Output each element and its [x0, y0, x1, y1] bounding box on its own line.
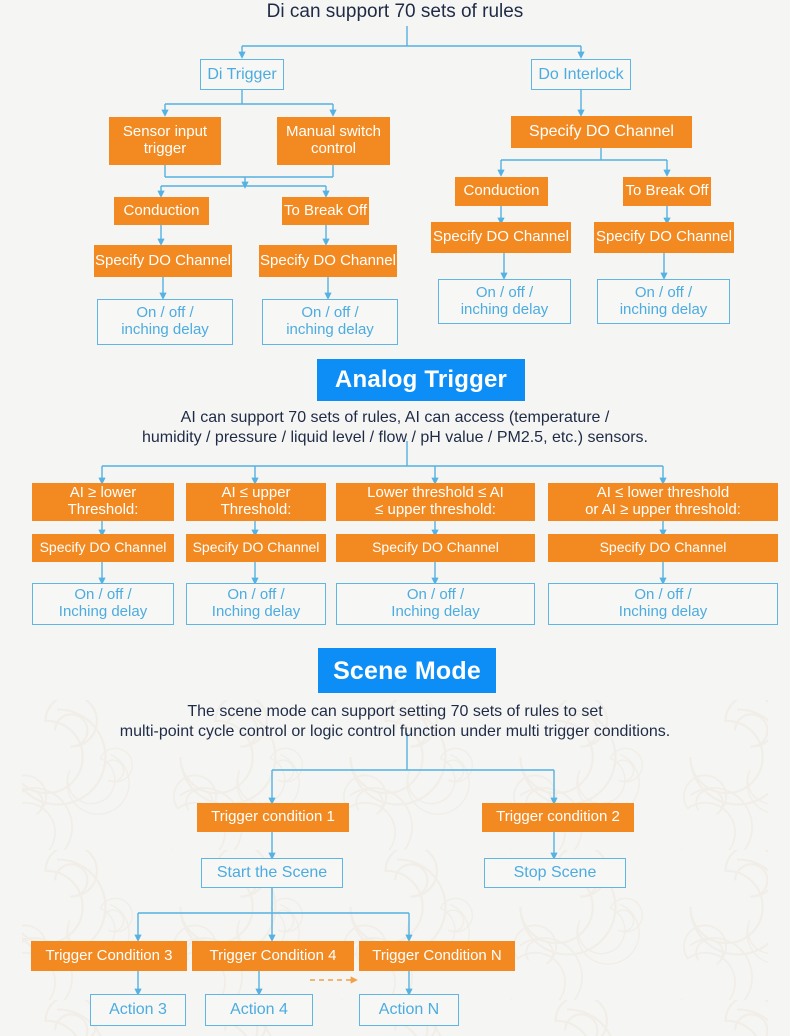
node-do-specify-do-left[interactable]: Specify DO Channel	[431, 222, 571, 253]
analog-specify-do-1[interactable]: Specify DO Channel	[32, 534, 174, 562]
node-action-3[interactable]: Action 3	[90, 994, 186, 1026]
analog-action-4[interactable]: On / off / Inching delay	[548, 583, 778, 625]
node-trigger-condition-1[interactable]: Trigger condition 1	[197, 803, 349, 832]
node-trigger-condition-n[interactable]: Trigger Condition N	[359, 941, 515, 971]
node-trigger-condition-3[interactable]: Trigger Condition 3	[31, 941, 187, 971]
analog-specify-do-3[interactable]: Specify DO Channel	[336, 534, 535, 562]
node-stop-scene[interactable]: Stop Scene	[484, 858, 626, 888]
analog-specify-do-2[interactable]: Specify DO Channel	[186, 534, 326, 562]
node-do-onoff-left[interactable]: On / off / inching delay	[438, 279, 571, 324]
banner-scene-mode[interactable]: Scene Mode	[318, 648, 496, 693]
node-di-break-off[interactable]: To Break Off	[282, 197, 369, 225]
analog-action-1[interactable]: On / off / Inching delay	[32, 583, 174, 625]
node-do-conduction[interactable]: Conduction	[455, 177, 548, 206]
node-di-onoff-right[interactable]: On / off / inching delay	[262, 299, 398, 345]
analog-condition-1[interactable]: AI ≥ lower Threshold:	[32, 483, 174, 521]
node-di-conduction[interactable]: Conduction	[114, 197, 209, 225]
node-do-specify-do-right[interactable]: Specify DO Channel	[594, 222, 734, 253]
node-di-trigger[interactable]: Di Trigger	[200, 59, 284, 90]
node-do-interlock[interactable]: Do Interlock	[531, 59, 631, 90]
analog-specify-do-4[interactable]: Specify DO Channel	[548, 534, 778, 562]
node-di-onoff-left[interactable]: On / off / inching delay	[97, 299, 233, 345]
node-manual-switch-control[interactable]: Manual switch control	[277, 117, 390, 165]
banner-analog-trigger[interactable]: Analog Trigger	[317, 359, 525, 401]
node-action-4[interactable]: Action 4	[205, 994, 313, 1026]
analog-action-3[interactable]: On / off / Inching delay	[336, 583, 535, 625]
node-do-break-off[interactable]: To Break Off	[623, 177, 711, 206]
node-do-onoff-right[interactable]: On / off / inching delay	[597, 279, 730, 324]
analog-condition-4[interactable]: AI ≤ lower threshold or AI ≥ upper thres…	[548, 483, 778, 521]
node-action-n[interactable]: Action N	[359, 994, 459, 1026]
node-sensor-input-trigger[interactable]: Sensor input trigger	[109, 117, 221, 165]
node-do-specify-channel[interactable]: Specify DO Channel	[511, 116, 692, 148]
scene-section-caption: The scene mode can support setting 70 se…	[119, 703, 671, 740]
analog-section-caption: AI can support 70 sets of rules, AI can …	[142, 409, 648, 446]
analog-condition-3[interactable]: Lower threshold ≤ AI ≤ upper threshold:	[336, 483, 535, 521]
node-di-specify-do-right[interactable]: Specify DO Channel	[259, 245, 397, 277]
analog-condition-2[interactable]: AI ≤ upper Threshold:	[186, 483, 326, 521]
analog-action-2[interactable]: On / off / Inching delay	[186, 583, 326, 625]
node-trigger-condition-4[interactable]: Trigger Condition 4	[192, 941, 354, 971]
node-di-specify-do-left[interactable]: Specify DO Channel	[94, 245, 232, 277]
node-start-the-scene[interactable]: Start the Scene	[201, 858, 343, 888]
digital-section-title: Di can support 70 sets of rules	[266, 1, 524, 22]
background-watermark	[22, 700, 768, 1036]
node-trigger-condition-2[interactable]: Trigger condition 2	[482, 803, 634, 832]
